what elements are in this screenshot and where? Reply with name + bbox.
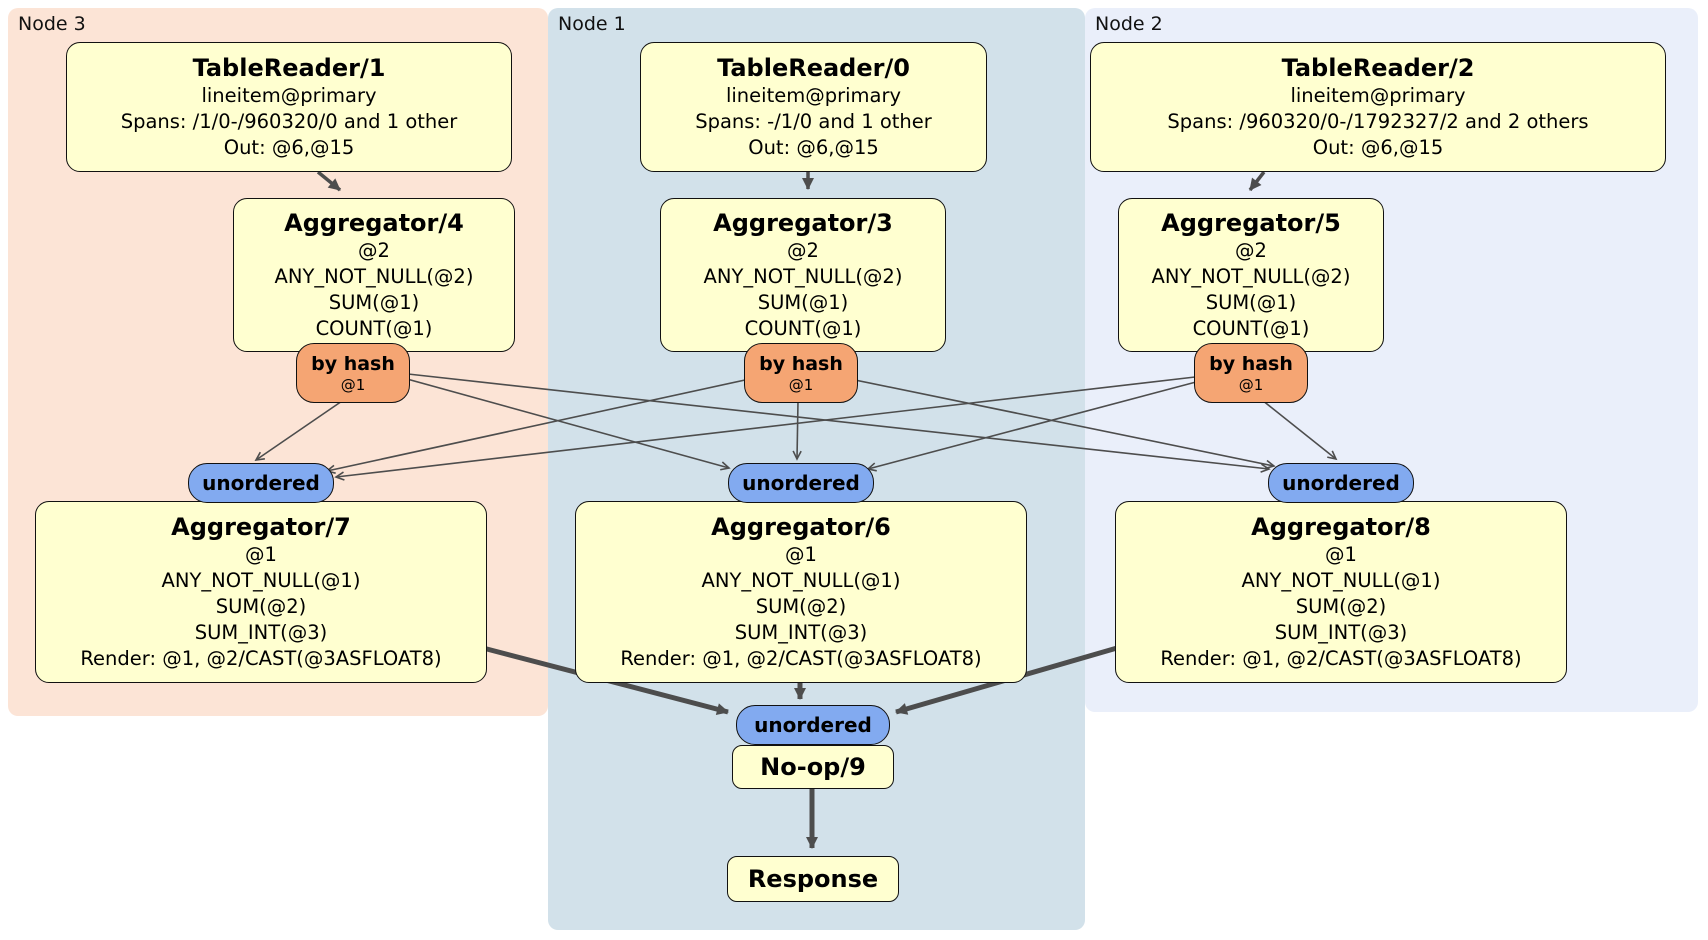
processor-detail: lineitem@primary	[725, 84, 902, 107]
processor-aggregator-5: Aggregator/5 @2 ANY_NOT_NULL(@2) SUM(@1)…	[1118, 198, 1384, 352]
processor-detail: SUM(@2)	[215, 595, 307, 618]
processor-detail: COUNT(@1)	[744, 317, 862, 340]
processor-detail: SUM_INT(@3)	[1274, 621, 1408, 644]
processor-tablereader-0: TableReader/0 lineitem@primary Spans: -/…	[640, 42, 987, 172]
processor-detail: SUM(@1)	[757, 291, 849, 314]
processor-detail: @2	[1235, 239, 1267, 262]
processor-detail: ANY_NOT_NULL(@1)	[701, 569, 901, 592]
processor-detail: @2	[787, 239, 819, 262]
sync-unordered-right: unordered	[1268, 463, 1414, 503]
sync-label: unordered	[742, 471, 860, 495]
processor-aggregator-6: Aggregator/6 @1 ANY_NOT_NULL(@1) SUM(@2)…	[575, 501, 1027, 683]
processor-detail: SUM(@1)	[1205, 291, 1297, 314]
processor-detail: SUM(@2)	[755, 595, 847, 618]
processor-detail: ANY_NOT_NULL(@2)	[1151, 265, 1351, 288]
processor-detail: Spans: /1/0-/960320/0 and 1 other	[120, 110, 458, 133]
processor-detail: lineitem@primary	[1290, 84, 1466, 107]
processor-detail: @1	[1325, 543, 1357, 566]
processor-detail: COUNT(@1)	[315, 317, 433, 340]
processor-tablereader-2: TableReader/2 lineitem@primary Spans: /9…	[1090, 42, 1666, 172]
router-by-hash-3: by hash @1	[744, 343, 858, 403]
processor-title: Aggregator/8	[1251, 513, 1431, 541]
processor-response: Response	[727, 856, 899, 902]
processor-detail: Out: @6,@15	[1312, 136, 1444, 159]
router-label: by hash	[759, 353, 843, 375]
panel-node3-label: Node 3	[18, 13, 86, 35]
router-label: by hash	[311, 353, 395, 375]
processor-aggregator-7: Aggregator/7 @1 ANY_NOT_NULL(@1) SUM(@2)…	[35, 501, 487, 683]
processor-aggregator-3: Aggregator/3 @2 ANY_NOT_NULL(@2) SUM(@1)…	[660, 198, 946, 352]
processor-detail: ANY_NOT_NULL(@1)	[1241, 569, 1441, 592]
processor-aggregator-4: Aggregator/4 @2 ANY_NOT_NULL(@2) SUM(@1)…	[233, 198, 515, 352]
processor-detail: @1	[785, 543, 817, 566]
processor-detail: Render: @1, @2/CAST(@3ASFLOAT8)	[1160, 647, 1522, 670]
sync-unordered-left: unordered	[188, 463, 334, 503]
sync-label: unordered	[1282, 471, 1400, 495]
processor-detail: @2	[358, 239, 390, 262]
panel-node1-label: Node 1	[558, 13, 626, 35]
processor-title: Aggregator/5	[1161, 209, 1341, 237]
router-detail: @1	[788, 376, 814, 394]
processor-detail: Render: @1, @2/CAST(@3ASFLOAT8)	[620, 647, 982, 670]
panel-node2-label: Node 2	[1095, 13, 1163, 35]
processor-detail: SUM_INT(@3)	[734, 621, 868, 644]
processor-detail: ANY_NOT_NULL(@1)	[161, 569, 361, 592]
processor-title: No-op/9	[760, 753, 866, 781]
processor-title: Aggregator/7	[171, 513, 351, 541]
processor-detail: ANY_NOT_NULL(@2)	[703, 265, 903, 288]
processor-title: Response	[747, 865, 879, 893]
processor-detail: Out: @6,@15	[748, 136, 879, 159]
processor-detail: SUM_INT(@3)	[194, 621, 328, 644]
processor-detail: COUNT(@1)	[1192, 317, 1310, 340]
processor-detail: @1	[245, 543, 277, 566]
processor-detail: lineitem@primary	[201, 84, 377, 107]
processor-detail: Spans: -/1/0 and 1 other	[695, 110, 932, 133]
processor-tablereader-1: TableReader/1 lineitem@primary Spans: /1…	[66, 42, 512, 172]
processor-title: TableReader/0	[717, 54, 910, 82]
router-detail: @1	[340, 376, 366, 394]
processor-detail: Render: @1, @2/CAST(@3ASFLOAT8)	[80, 647, 442, 670]
processor-aggregator-8: Aggregator/8 @1 ANY_NOT_NULL(@1) SUM(@2)…	[1115, 501, 1567, 683]
processor-title: TableReader/1	[192, 54, 386, 82]
router-by-hash-5: by hash @1	[1194, 343, 1308, 403]
processor-detail: SUM(@2)	[1295, 595, 1387, 618]
router-by-hash-4: by hash @1	[296, 343, 410, 403]
sync-unordered-final: unordered	[736, 705, 890, 745]
processor-title: TableReader/2	[1281, 54, 1475, 82]
sync-label: unordered	[202, 471, 320, 495]
processor-title: Aggregator/6	[711, 513, 891, 541]
router-label: by hash	[1209, 353, 1293, 375]
sync-unordered-mid: unordered	[728, 463, 874, 503]
router-detail: @1	[1238, 376, 1264, 394]
processor-title: Aggregator/3	[713, 209, 893, 237]
processor-title: Aggregator/4	[284, 209, 464, 237]
processor-detail: Spans: /960320/0-/1792327/2 and 2 others	[1167, 110, 1589, 133]
processor-noop-9: No-op/9	[732, 745, 894, 789]
processor-detail: ANY_NOT_NULL(@2)	[274, 265, 474, 288]
sync-label: unordered	[754, 713, 872, 737]
processor-detail: Out: @6,@15	[223, 136, 355, 159]
processor-detail: SUM(@1)	[328, 291, 420, 314]
